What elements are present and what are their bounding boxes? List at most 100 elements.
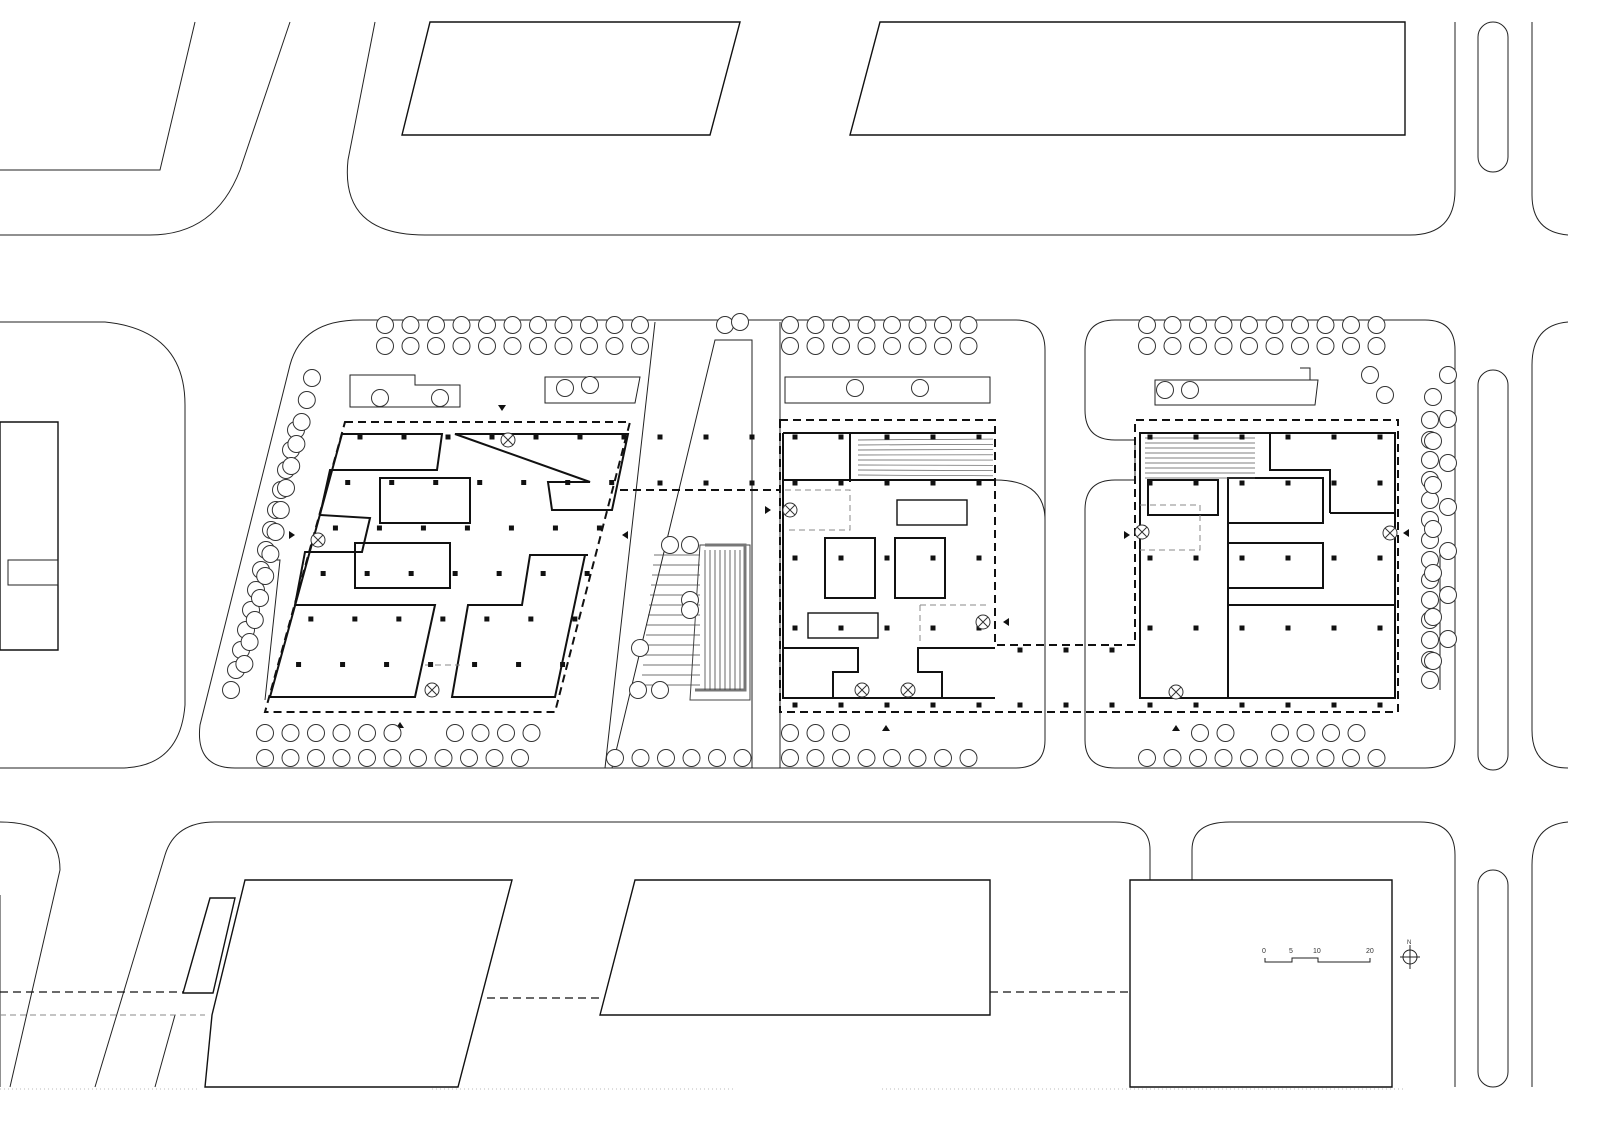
column: [357, 434, 363, 440]
column: [445, 434, 451, 440]
tree-icon: [245, 611, 264, 629]
column: [703, 480, 709, 486]
ramp: [641, 543, 751, 701]
column: [1377, 434, 1383, 440]
tree-icon: [1439, 542, 1457, 560]
column: [884, 555, 890, 561]
tree-icon: [1156, 381, 1174, 399]
block-b: [1084, 319, 1456, 769]
column: [1147, 434, 1153, 440]
tree-icon: [1291, 316, 1309, 334]
column: [792, 434, 798, 440]
column: [440, 616, 446, 622]
column: [1193, 480, 1199, 486]
column: [1147, 625, 1153, 631]
column: [703, 434, 709, 440]
tree-icon: [1163, 337, 1182, 355]
tree-icon: [708, 749, 726, 767]
column: [552, 525, 558, 531]
column: [976, 480, 982, 486]
scale-label-20: 20: [1366, 948, 1374, 955]
tree-icon: [1439, 498, 1457, 516]
column: [1017, 647, 1023, 653]
tree-icon: [235, 655, 254, 673]
tree-icon: [682, 749, 701, 767]
tree-icon: [883, 749, 901, 767]
tree-icon: [1421, 411, 1439, 429]
tree-icon: [1291, 337, 1309, 355]
tree-icon: [266, 523, 285, 541]
column: [484, 616, 490, 622]
tree-icon: [1216, 724, 1235, 742]
tree-icon: [1439, 410, 1457, 428]
tree-icon: [781, 724, 799, 742]
column: [1377, 555, 1383, 561]
tree-icon: [281, 724, 300, 742]
tree-icon: [832, 749, 850, 767]
tree-icon: [605, 316, 624, 334]
entrance-arrow-icon: [1003, 618, 1009, 626]
tree-icon: [431, 389, 449, 407]
trees: [222, 313, 1457, 767]
tree-icon: [1138, 337, 1156, 355]
column: [1377, 702, 1383, 708]
column: [1285, 702, 1291, 708]
revolving-door-icon: [902, 684, 914, 696]
column: [533, 434, 539, 440]
column: [521, 480, 527, 485]
tree-icon: [529, 316, 547, 334]
tree-icon: [376, 316, 394, 334]
tree-icon: [681, 601, 699, 619]
tree-icon: [908, 316, 927, 334]
column: [340, 662, 346, 667]
column: [1017, 702, 1023, 708]
tree-icon: [1439, 586, 1457, 604]
tree-icon: [371, 389, 389, 407]
tree-icon: [297, 391, 316, 409]
tree-icon: [554, 337, 573, 355]
tree-icon: [581, 376, 599, 394]
tree-icon: [471, 724, 490, 742]
tree-icon: [806, 749, 825, 767]
tree-icon: [1189, 316, 1207, 334]
tree-icon: [434, 749, 453, 767]
entrance-arrow-icon: [1172, 725, 1180, 731]
tree-icon: [1240, 749, 1258, 767]
column: [792, 625, 798, 631]
column: [320, 571, 326, 576]
svg-text:N: N: [1407, 940, 1411, 946]
tree-icon: [240, 633, 259, 651]
tree-icon: [631, 749, 650, 767]
revolving-door-icon: [1384, 527, 1396, 539]
tree-icon: [1421, 491, 1439, 509]
column: [1239, 434, 1245, 440]
column: [930, 555, 936, 561]
tree-icon: [934, 749, 952, 767]
building-top-2: [849, 21, 1406, 136]
tree-icon: [1439, 630, 1457, 648]
tree-icon: [1361, 366, 1379, 384]
tree-icon: [409, 749, 427, 767]
tree-icon: [261, 545, 280, 563]
revolving-door-icon: [977, 616, 989, 628]
column: [838, 702, 844, 708]
column: [1193, 625, 1199, 631]
tree-icon: [661, 536, 679, 554]
column: [930, 480, 936, 486]
tree-icon: [1342, 316, 1360, 334]
tree-icon: [1322, 724, 1340, 742]
column: [477, 480, 483, 485]
column: [516, 662, 522, 667]
column: [838, 625, 844, 631]
column: [1239, 480, 1245, 486]
tree-icon: [452, 337, 471, 355]
scale-label-0: 0: [1262, 948, 1266, 955]
tree-icon: [307, 724, 325, 742]
column: [396, 616, 402, 622]
column: [1147, 555, 1153, 561]
column: [1331, 625, 1337, 631]
revolving-door-icon: [1170, 686, 1182, 698]
tree-icon: [806, 316, 825, 334]
tree-icon: [781, 749, 799, 767]
tree-icon: [934, 337, 952, 355]
